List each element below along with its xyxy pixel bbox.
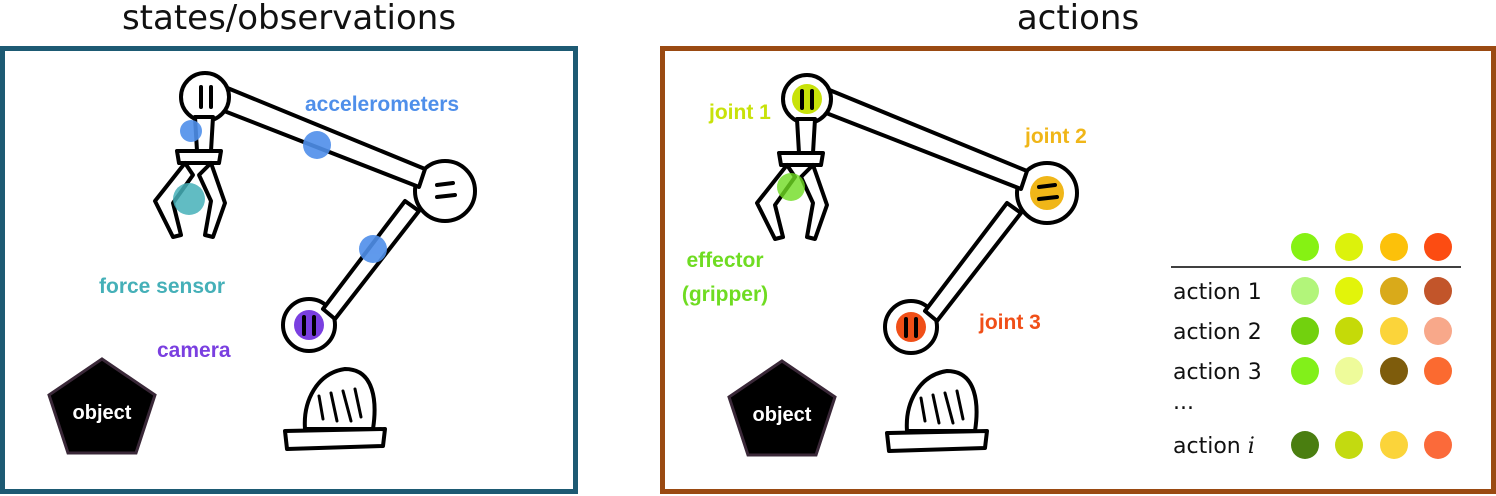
action-row-label: action 3 (1173, 360, 1262, 385)
accelerometer-dot-lower-arm (359, 235, 387, 263)
wrist-cuff (175, 149, 223, 165)
joint-3-label: joint 3 (978, 311, 1041, 334)
gripper-right-finger (197, 161, 227, 239)
action-1-color-dot-1 (1291, 277, 1319, 305)
joint-1 (179, 71, 231, 123)
action-row-label: action 2 (1173, 320, 1262, 345)
title-states-observations: states/observations (121, 0, 457, 38)
object-label: object (73, 402, 132, 424)
effector-label: effector (686, 249, 763, 272)
robot-arm-drawing (755, 73, 1079, 453)
accelerometer-dot-wrist (180, 120, 202, 142)
object-pentagon (727, 359, 837, 457)
object-label: object (753, 404, 812, 426)
object-pentagon (47, 357, 157, 455)
action-2-color-dot-1 (1291, 317, 1319, 345)
lower-arm (923, 201, 1023, 323)
accelerometer-markers (180, 120, 387, 263)
action-5-color-dot-1 (1291, 431, 1319, 459)
joint-3-marker (896, 312, 926, 342)
wrist (795, 117, 817, 155)
wrist-cuff (777, 151, 825, 167)
header-color-dot-4 (1424, 233, 1452, 261)
action-5-color-dot-2 (1335, 431, 1363, 459)
actions-panel: joint 1 joint 2 joint 3 effector (grippe… (660, 46, 1496, 494)
joint-2 (413, 159, 477, 223)
action-table: action 1 action 2 action 3... action i (1171, 233, 1461, 459)
action-5-color-dot-4 (1424, 431, 1452, 459)
joint-1-marker (792, 84, 822, 114)
action-1-color-dot-3 (1380, 277, 1408, 305)
action-1-color-dot-4 (1424, 277, 1452, 305)
action-2-color-dot-2 (1335, 317, 1363, 345)
action-row-label: ... (1173, 390, 1194, 415)
upper-arm (819, 87, 1029, 191)
robot-arm-sensors-diagram: accelerometers force sensor camera objec… (47, 71, 477, 455)
joint-2-label: joint 2 (1024, 125, 1087, 148)
header-color-dot-2 (1335, 233, 1363, 261)
base-body (904, 369, 979, 433)
action-row-label: action i (1173, 434, 1255, 459)
action-3-color-dot-2 (1335, 357, 1363, 385)
base-plate (885, 429, 989, 453)
action-row-label: action 1 (1173, 280, 1262, 305)
force-sensor-dot (173, 183, 205, 215)
robot-arm-actions-diagram: joint 1 joint 2 joint 3 effector (grippe… (680, 73, 1461, 459)
robot-arm-drawing (153, 71, 477, 451)
joint-2-marker (1030, 176, 1064, 210)
header-color-dot-3 (1380, 233, 1408, 261)
action-5-color-dot-3 (1380, 431, 1408, 459)
gripper-right-finger (799, 163, 829, 241)
camera-label: camera (157, 339, 231, 362)
states-observations-panel: accelerometers force sensor camera objec… (0, 46, 578, 494)
action-2-color-dot-4 (1424, 317, 1452, 345)
action-2-color-dot-3 (1380, 317, 1408, 345)
base-body (302, 367, 377, 431)
action-row-index-variable: i (1248, 434, 1255, 459)
effector-marker (777, 173, 805, 201)
gripper-label: (gripper) (682, 283, 768, 306)
header-color-dot-1 (1291, 233, 1319, 261)
base-plate (283, 427, 387, 451)
camera-sensor (294, 310, 324, 340)
title-actions: actions (1016, 0, 1140, 38)
action-3-color-dot-3 (1380, 357, 1408, 385)
action-3-color-dot-4 (1424, 357, 1452, 385)
accelerometer-dot-upper-arm (303, 131, 331, 159)
action-3-color-dot-1 (1291, 357, 1319, 385)
force-sensor-label: force sensor (99, 275, 225, 298)
action-1-color-dot-2 (1335, 277, 1363, 305)
accelerometers-label: accelerometers (305, 93, 459, 116)
joint-1-label: joint 1 (708, 101, 771, 124)
